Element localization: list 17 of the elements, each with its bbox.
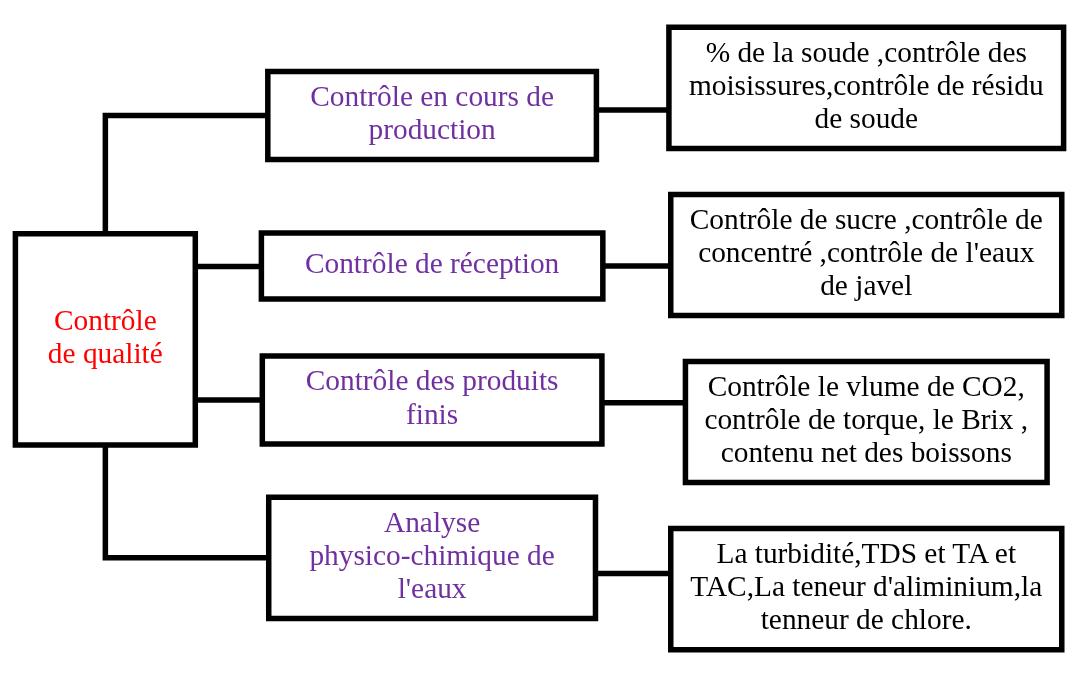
connector — [596, 106, 669, 113]
connector — [102, 112, 268, 233]
connector — [602, 399, 685, 405]
node-box: Contrôle le vlume de CO2, contrôle de torque, le Brix , contenu net des boissons — [682, 358, 1050, 485]
node-box: Contrôle des produits finis — [259, 352, 605, 447]
node-box: Contrôle de qualité — [12, 230, 199, 448]
connector — [603, 262, 671, 269]
connector — [595, 570, 671, 576]
node-box: % de la soude ,contrôle des moisissures,contrôle de résidu de soude — [666, 24, 1067, 151]
node-box: Contrôle de réception — [258, 229, 606, 302]
node-box: Contrôle de sucre ,contrôle de concentré ,contrôle de l'eaux de javel — [668, 191, 1065, 318]
node-box: Contrôle en cours de production — [265, 68, 600, 162]
node-box: La turbidité,TDS et TA et TAC,La teneur d'aliminium,la tenneur de chlore. — [668, 525, 1065, 652]
connector — [195, 263, 262, 269]
connector — [102, 444, 269, 561]
connector — [195, 396, 262, 403]
node-box: Analyse physico-chimique de l'eaux — [265, 494, 599, 621]
